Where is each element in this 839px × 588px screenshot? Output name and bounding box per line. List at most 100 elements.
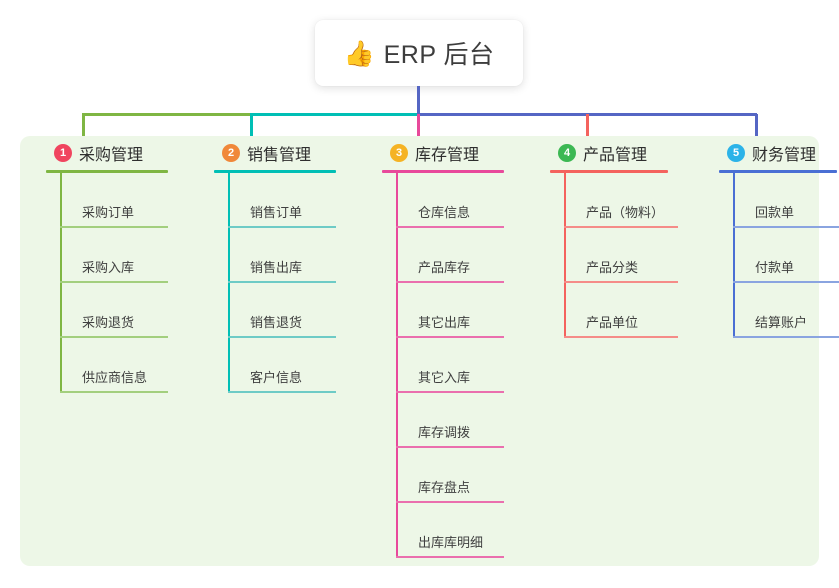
leaf-underline [60,281,168,283]
branch-column-5: 5 财务管理 回款单付款单结算账户 [715,136,839,338]
connector-drop-5 [755,114,758,148]
leaf-node[interactable]: 回款单 [733,173,839,228]
leaf-node[interactable]: 销售出库 [228,228,370,283]
branch-spine-4 [564,173,566,338]
leaf-underline [564,281,678,283]
leaf-underline [396,501,504,503]
leaf-underline [396,336,504,338]
leaf-underline [228,281,336,283]
branch-column-1: 1 采购管理 采购订单采购入库采购退货供应商信息 [42,136,202,393]
branch-column-2: 2 销售管理 销售订单销售出库销售退货客户信息 [210,136,370,393]
leaf-node[interactable]: 采购入库 [60,228,202,283]
branch-title-3: 库存管理 [415,147,480,164]
branch-badge-3: 3 [390,144,408,162]
leaf-label: 采购入库 [82,260,135,275]
leaf-underline [60,336,168,338]
branch-header-3[interactable]: 3 库存管理 [378,136,538,170]
branch-badge-5: 5 [727,144,745,162]
leaf-underline [733,336,839,338]
branch-badge-1: 1 [54,144,72,162]
leaf-underline [564,336,678,338]
leaf-underline [228,226,336,228]
leaf-node[interactable]: 产品库存 [396,228,538,283]
leaf-underline [60,391,168,393]
leaf-label: 销售退货 [250,315,303,330]
leaf-underline [396,281,504,283]
leaf-node[interactable]: 出库库明细 [396,503,538,558]
branch-title-5: 财务管理 [752,147,817,164]
branch-leaves-3: 仓库信息产品库存其它出库其它入库库存调拨库存盘点出库库明细 [396,173,538,558]
leaf-node[interactable]: 客户信息 [228,338,370,393]
leaf-underline [733,281,839,283]
leaf-node[interactable]: 结算账户 [733,283,839,338]
leaf-label: 付款单 [755,260,795,275]
branch-header-2[interactable]: 2 销售管理 [210,136,370,170]
leaf-label: 产品分类 [586,260,639,275]
leaf-node[interactable]: 销售退货 [228,283,370,338]
leaf-node[interactable]: 供应商信息 [60,338,202,393]
branch-title-2: 销售管理 [247,147,312,164]
leaf-node[interactable]: 采购订单 [60,173,202,228]
branch-spine-2 [228,173,230,393]
connector-bus-teal [250,113,420,116]
branch-leaves-5: 回款单付款单结算账户 [733,173,839,338]
branch-header-rule-2 [214,170,336,173]
leaf-node[interactable]: 库存调拨 [396,393,538,448]
leaf-node[interactable]: 其它入库 [396,338,538,393]
branch-header-4[interactable]: 4 产品管理 [546,136,716,170]
branch-spine-5 [733,173,735,338]
branch-spine-1 [60,173,62,393]
leaf-underline [228,336,336,338]
leaf-underline [228,391,336,393]
branch-title-1: 采购管理 [79,147,144,164]
leaf-label: 出库库明细 [418,535,484,550]
thumbs-up-icon: 👍 [343,38,375,68]
branch-leaves-2: 销售订单销售出库销售退货客户信息 [228,173,370,393]
branch-header-rule-4 [550,170,668,173]
leaf-underline [396,391,504,393]
branch-badge-4: 4 [558,144,576,162]
leaf-label: 产品库存 [418,260,471,275]
leaf-label: 产品（物料） [586,205,665,220]
branch-header-1[interactable]: 1 采购管理 [42,136,202,170]
leaf-node[interactable]: 付款单 [733,228,839,283]
root-node-title: ERP 后台 [383,41,495,69]
leaf-node[interactable]: 采购退货 [60,283,202,338]
leaf-label: 库存调拨 [418,425,471,440]
leaf-underline [396,226,504,228]
leaf-node[interactable]: 产品单位 [564,283,716,338]
leaf-label: 供应商信息 [82,370,148,385]
leaf-underline [396,556,504,558]
leaf-node[interactable]: 库存盘点 [396,448,538,503]
leaf-node[interactable]: 销售订单 [228,173,370,228]
leaf-label: 库存盘点 [418,480,471,495]
leaf-label: 产品单位 [586,315,639,330]
branch-header-5[interactable]: 5 财务管理 [715,136,839,170]
leaf-underline [396,446,504,448]
branch-column-3: 3 库存管理 仓库信息产品库存其它出库其它入库库存调拨库存盘点出库库明细 [378,136,538,558]
leaf-underline [60,226,168,228]
branch-leaves-4: 产品（物料） 产品分类产品单位 [564,173,716,338]
leaf-node[interactable]: 产品（物料） [564,173,716,228]
connector-bus-green [82,113,253,116]
root-node-card[interactable]: 👍 ERP 后台 [315,20,523,86]
connector-drop-2 [250,114,253,148]
leaf-label: 结算账户 [755,315,808,330]
leaf-label: 客户信息 [250,370,303,385]
leaf-node[interactable]: 其它出库 [396,283,538,338]
branch-header-rule-1 [46,170,168,173]
connector-trunk [417,86,420,115]
branch-header-rule-5 [719,170,837,173]
leaf-label: 回款单 [755,205,795,220]
branch-column-4: 4 产品管理 产品（物料） 产品分类产品单位 [546,136,716,338]
leaf-label: 其它出库 [418,315,471,330]
leaf-node[interactable]: 仓库信息 [396,173,538,228]
leaf-label: 采购退货 [82,315,135,330]
leaf-label: 仓库信息 [418,205,471,220]
leaf-node[interactable]: 产品分类 [564,228,716,283]
leaf-label: 销售订单 [250,205,303,220]
branch-spine-3 [396,173,398,558]
branch-title-4: 产品管理 [583,147,648,164]
leaf-label: 销售出库 [250,260,303,275]
